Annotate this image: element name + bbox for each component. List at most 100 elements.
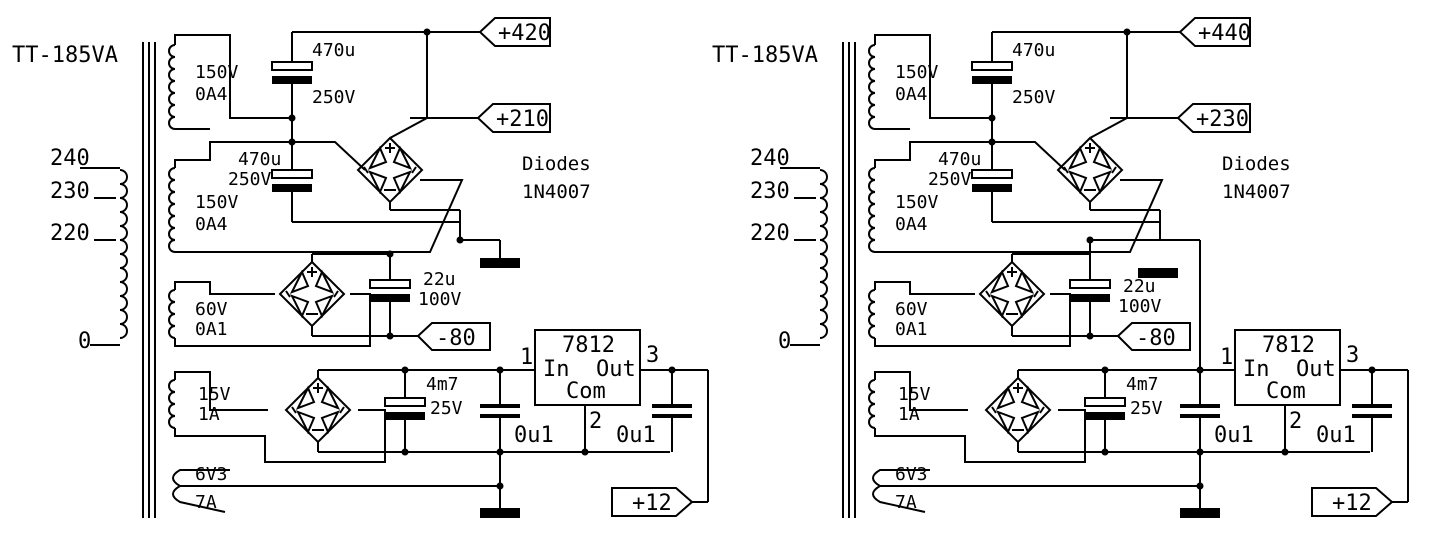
sec4-current: 1A bbox=[898, 404, 920, 425]
output-hv-label: +420 bbox=[498, 21, 551, 46]
reg-in: In bbox=[1243, 357, 1270, 382]
cap-c6: 0u1 bbox=[616, 370, 692, 452]
secondary-6v3: 6V3 7A bbox=[172, 464, 500, 513]
c4-value: 4m7 bbox=[426, 374, 459, 395]
transformer-core bbox=[142, 42, 156, 518]
c3-voltage: 100V bbox=[418, 289, 462, 310]
output-hv-label: +440 bbox=[1198, 21, 1251, 46]
secondary-15v: 15V 1A bbox=[868, 371, 1086, 463]
sec3-voltage: 60V bbox=[195, 299, 228, 320]
output-pos-label: +12 bbox=[632, 491, 672, 516]
secondary-150v-a: 150V 0A4 bbox=[868, 34, 990, 130]
transformer-label: TT-185VA bbox=[12, 43, 118, 68]
schematic-left: TT-185VA 240 230 220 0 150V 0A4 bbox=[12, 17, 709, 518]
secondary-6v3: 6V3 7A bbox=[872, 464, 1200, 513]
primary-winding: 240 230 220 0 bbox=[50, 146, 128, 354]
c6-value: 0u1 bbox=[1316, 423, 1356, 448]
secondary-150v-a: 150V 0A4 bbox=[168, 34, 290, 130]
c4-value: 4m7 bbox=[1126, 374, 1159, 395]
sec5-current: 7A bbox=[895, 492, 917, 513]
cap-c6: 0u1 bbox=[1316, 370, 1392, 452]
secondary-60v: 60V 0A1 bbox=[868, 281, 1071, 347]
reg-pin-com: 2 bbox=[589, 409, 602, 434]
sec2-current: 0A4 bbox=[895, 214, 928, 235]
c1-voltage: 250V bbox=[312, 87, 356, 108]
cap-c5: 0u1 bbox=[1180, 370, 1254, 490]
sec2-current: 0A4 bbox=[195, 214, 228, 235]
c2-value: 470u bbox=[238, 149, 281, 170]
cap-c2: 470u 250V bbox=[228, 142, 460, 223]
sec2-voltage: 150V bbox=[895, 192, 939, 213]
output-neg-flag: -80 bbox=[416, 322, 491, 351]
tap-230: 230 bbox=[750, 179, 790, 204]
reg-pin-in: 1 bbox=[1220, 345, 1233, 370]
bridge-neg bbox=[979, 261, 1045, 327]
ground-symbol bbox=[1138, 268, 1178, 278]
sec5-voltage: 6V3 bbox=[195, 464, 228, 485]
c3-voltage: 100V bbox=[1118, 296, 1162, 317]
tap-240: 240 bbox=[50, 146, 90, 171]
regulator-7812: 7812 In Out Com 1 2 3 bbox=[1220, 329, 1359, 434]
diodes-label: Diodes bbox=[522, 153, 591, 175]
c5-value: 0u1 bbox=[1214, 423, 1254, 448]
secondary-150v-b: 150V 0A4 bbox=[868, 141, 1164, 253]
output-mv-flag: +230 bbox=[1110, 103, 1251, 133]
cap-c2: 470u 250V bbox=[928, 142, 1160, 223]
ground-symbol-lv bbox=[1180, 508, 1220, 518]
sec4-voltage: 15V bbox=[898, 384, 931, 405]
cap-c3: 22u 100V bbox=[369, 254, 462, 336]
bridge-lv bbox=[285, 377, 351, 443]
secondary-15v: 15V 1A bbox=[168, 371, 386, 463]
cap-c4: 4m7 25V bbox=[384, 370, 463, 452]
regulator-7812: 7812 In Out Com 1 2 3 bbox=[520, 329, 659, 434]
sec3-voltage: 60V bbox=[895, 299, 928, 320]
tap-230: 230 bbox=[50, 179, 90, 204]
secondary-60v: 60V 0A1 bbox=[168, 281, 371, 347]
sec3-current: 0A1 bbox=[895, 319, 928, 340]
reg-out: Out bbox=[596, 357, 636, 382]
cap-c1: 470u 250V bbox=[971, 31, 1127, 142]
output-mv-label: +210 bbox=[496, 107, 549, 132]
reg-pin-in: 1 bbox=[520, 345, 533, 370]
reg-part: 7812 bbox=[562, 333, 615, 358]
tap-220: 220 bbox=[750, 221, 790, 246]
output-hv-flag: +420 bbox=[427, 17, 551, 47]
tap-220: 220 bbox=[50, 221, 90, 246]
tap-0: 0 bbox=[778, 329, 791, 354]
output-neg-label: -80 bbox=[436, 326, 476, 351]
diodes-part: 1N4007 bbox=[522, 181, 591, 203]
bridge-hv bbox=[357, 137, 423, 203]
transformer-label: TT-185VA bbox=[712, 43, 818, 68]
sec1-current: 0A4 bbox=[895, 84, 928, 105]
reg-com: Com bbox=[1266, 379, 1306, 404]
sec1-voltage: 150V bbox=[195, 62, 239, 83]
reg-pin-out: 3 bbox=[1346, 343, 1359, 368]
diodes-part: 1N4007 bbox=[1222, 181, 1291, 203]
output-pos-label: +12 bbox=[1332, 491, 1372, 516]
reg-part: 7812 bbox=[1262, 333, 1315, 358]
c4-voltage: 25V bbox=[1130, 398, 1163, 419]
ground-symbol bbox=[480, 258, 520, 268]
output-mv-flag: +210 bbox=[410, 103, 551, 133]
secondary-150v-b: 150V 0A4 bbox=[168, 141, 464, 253]
cap-c3: 22u 100V bbox=[1069, 254, 1162, 336]
sec5-voltage: 6V3 bbox=[895, 464, 928, 485]
sec4-voltage: 15V bbox=[198, 384, 231, 405]
sec3-current: 0A1 bbox=[195, 319, 228, 340]
output-neg-label: -80 bbox=[1136, 326, 1176, 351]
output-mv-label: +230 bbox=[1196, 107, 1249, 132]
reg-com: Com bbox=[566, 379, 606, 404]
reg-out: Out bbox=[1296, 357, 1336, 382]
output-pos-flag: +12 bbox=[1311, 487, 1394, 517]
schematic-right: TT-185VA 240 230 220 0 150V 0A4 bbox=[712, 17, 1409, 518]
c2-voltage: 250V bbox=[928, 169, 972, 190]
sec4-current: 1A bbox=[198, 404, 220, 425]
c6-value: 0u1 bbox=[616, 423, 656, 448]
cap-c5: 0u1 bbox=[480, 370, 554, 490]
transformer-core bbox=[842, 42, 856, 518]
output-pos-flag: +12 bbox=[611, 487, 694, 517]
reg-pin-out: 3 bbox=[646, 343, 659, 368]
reg-pin-com: 2 bbox=[1289, 409, 1302, 434]
cap-c4: 4m7 25V bbox=[1084, 370, 1163, 452]
